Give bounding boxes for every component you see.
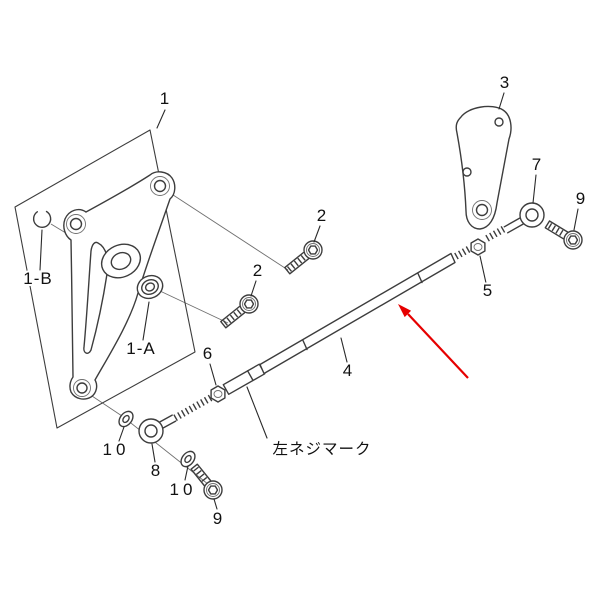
left-thread-mark-note: 左ネジマーク: [272, 440, 371, 458]
bolt-9-right: [544, 220, 583, 250]
bracket-hole: [462, 167, 472, 177]
callout-7: 7: [532, 155, 542, 174]
bracket-hole: [475, 203, 489, 217]
callout-4: 4: [343, 361, 353, 380]
callout-9-bottom: 9: [213, 509, 223, 528]
callout-9-right: 9: [576, 189, 586, 208]
rod-end-7: [503, 202, 545, 234]
ball-joint-hole: [144, 424, 158, 438]
callout-labels: 1 2 2 3 7 9 5 4 6 1-B 1-A 10 8 10 9 左ネジマ…: [21, 71, 587, 530]
ball-joint-hole: [525, 208, 539, 222]
hex-socket: [307, 245, 319, 255]
hex-socket: [567, 235, 579, 245]
bolt-2-upper: [284, 240, 323, 275]
callout-1a: 1-A: [126, 339, 155, 358]
red-annotation-arrow: [398, 304, 469, 379]
callout-10-upper: 10: [103, 440, 130, 459]
arrow-head: [398, 304, 412, 318]
callout-10-lower: 10: [170, 480, 197, 499]
washer-10-lower: [180, 450, 196, 468]
callout-2-lower: 2: [253, 261, 263, 280]
bracket-3: [455, 105, 512, 230]
plate-hole-top: [153, 179, 167, 193]
rod-adjuster-sleeve: [222, 363, 266, 395]
callout-leader-lines: [39, 92, 579, 510]
plate-hole-bottom: [76, 382, 88, 394]
callout-1: 1: [160, 89, 170, 108]
plate-hole-left: [69, 217, 83, 231]
callout-2-upper: 2: [317, 206, 327, 225]
rod-end-8: [138, 414, 177, 444]
nut-6: [210, 385, 226, 403]
hex-socket: [243, 299, 255, 309]
shift-rod-4: [173, 225, 507, 422]
arrow-shaft: [407, 313, 469, 379]
part1-enclosure-box: [14, 129, 196, 429]
bracket-hole: [494, 117, 504, 127]
callout-8: 8: [151, 461, 161, 480]
callout-5: 5: [483, 281, 493, 300]
washer-10-upper: [118, 410, 134, 428]
bolt-9-bottom: [190, 463, 223, 500]
bolt-2-lower: [220, 294, 259, 329]
callout-3: 3: [500, 73, 510, 92]
callout-6: 6: [203, 344, 213, 363]
callout-1b: 1-B: [23, 269, 52, 288]
hex-socket: [207, 485, 219, 495]
circlip-1b: [32, 210, 52, 228]
bushing-1a: [136, 274, 164, 300]
left-thread-groove-mark: [246, 370, 254, 382]
part1-bracket-plate: [63, 171, 176, 400]
rod-body: [259, 252, 456, 375]
nut-5: [470, 238, 486, 256]
